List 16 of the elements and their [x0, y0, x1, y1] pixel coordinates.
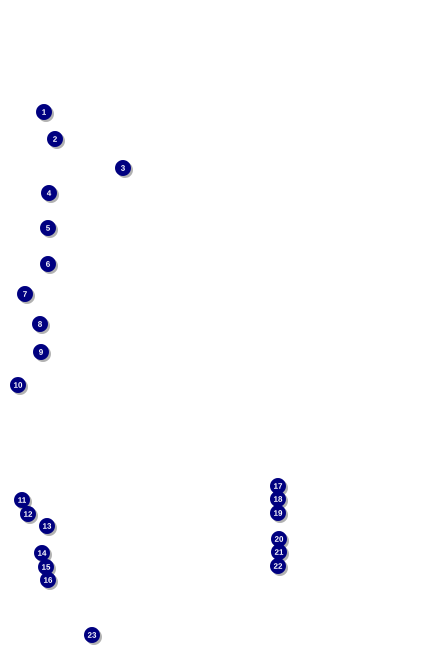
- callout-number: 7: [17, 286, 35, 304]
- callout-number: 19: [270, 505, 288, 523]
- callout-number: 8: [32, 316, 50, 334]
- callout-number: 22: [270, 558, 288, 576]
- callout-number: 9: [33, 344, 51, 362]
- callout-number: 1: [36, 104, 54, 122]
- callout-number: 4: [41, 185, 59, 203]
- callout-number: 12: [20, 506, 38, 524]
- callout-number: 16: [40, 572, 58, 590]
- callout-number: 13: [39, 518, 57, 536]
- callout-number: 6: [40, 256, 58, 274]
- callout-number: 23: [84, 627, 102, 645]
- callout-number: 5: [40, 220, 58, 238]
- callout-number: 3: [115, 160, 133, 178]
- callout-number: 2: [47, 131, 65, 149]
- callout-number: 10: [10, 377, 28, 395]
